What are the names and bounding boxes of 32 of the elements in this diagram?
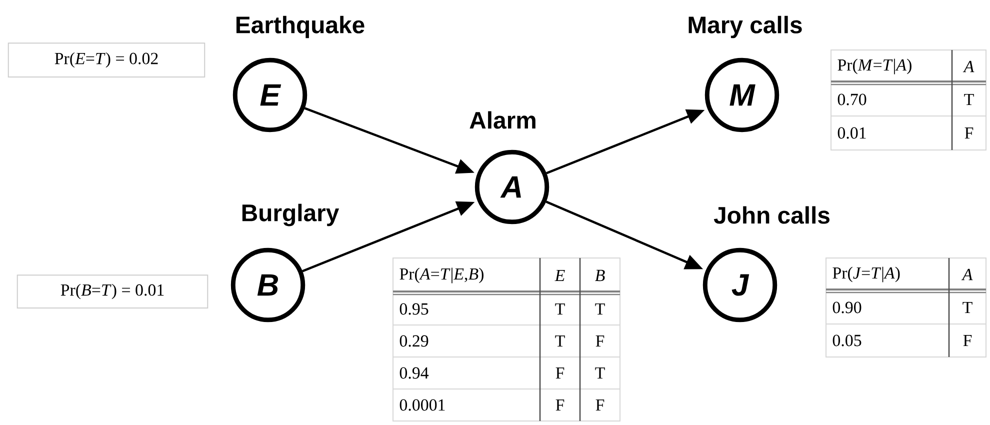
formula-box: Pr(E=T) = 0.02: [8, 42, 206, 78]
formula-box: Pr(B=T) = 0.01: [16, 274, 208, 308]
table-cell: 0.05: [832, 334, 862, 346]
table-header-cell: B: [595, 270, 605, 282]
table-cell: 0.70: [838, 94, 866, 106]
table-cell: F: [596, 399, 604, 411]
node-heading: Earthquake: [236, 16, 364, 38]
table-header-cell: Pr(M=T|A): [838, 58, 912, 74]
table-header-cell: E: [554, 270, 565, 282]
table-cell: F: [963, 334, 972, 346]
node-heading: Mary calls: [688, 16, 802, 38]
table-cell: T: [964, 94, 974, 106]
table-cell: T: [555, 335, 565, 347]
node-heading: John calls: [714, 206, 830, 224]
table-cell: T: [962, 302, 972, 314]
node-heading: Alarm: [470, 111, 536, 129]
table-cell: T: [595, 367, 605, 379]
table-header-cell: Pr(A=T|E,B): [400, 268, 484, 284]
table-cell: 0.0001: [400, 399, 445, 411]
table-cell: 0.29: [400, 335, 428, 347]
table-header-cell: A: [962, 60, 974, 72]
table-cell: 0.95: [400, 303, 428, 315]
node-heading: Burglary: [242, 204, 340, 226]
table-cell: F: [556, 399, 564, 411]
table-cell: F: [964, 127, 974, 139]
table-cell: T: [555, 303, 565, 315]
table-cell: 0.01: [838, 127, 866, 139]
table-cell: F: [556, 367, 564, 379]
table-cell: 0.94: [400, 367, 429, 379]
table-header-cell: A: [961, 268, 973, 280]
table-cell: F: [596, 335, 604, 347]
table-cell: T: [595, 303, 605, 315]
